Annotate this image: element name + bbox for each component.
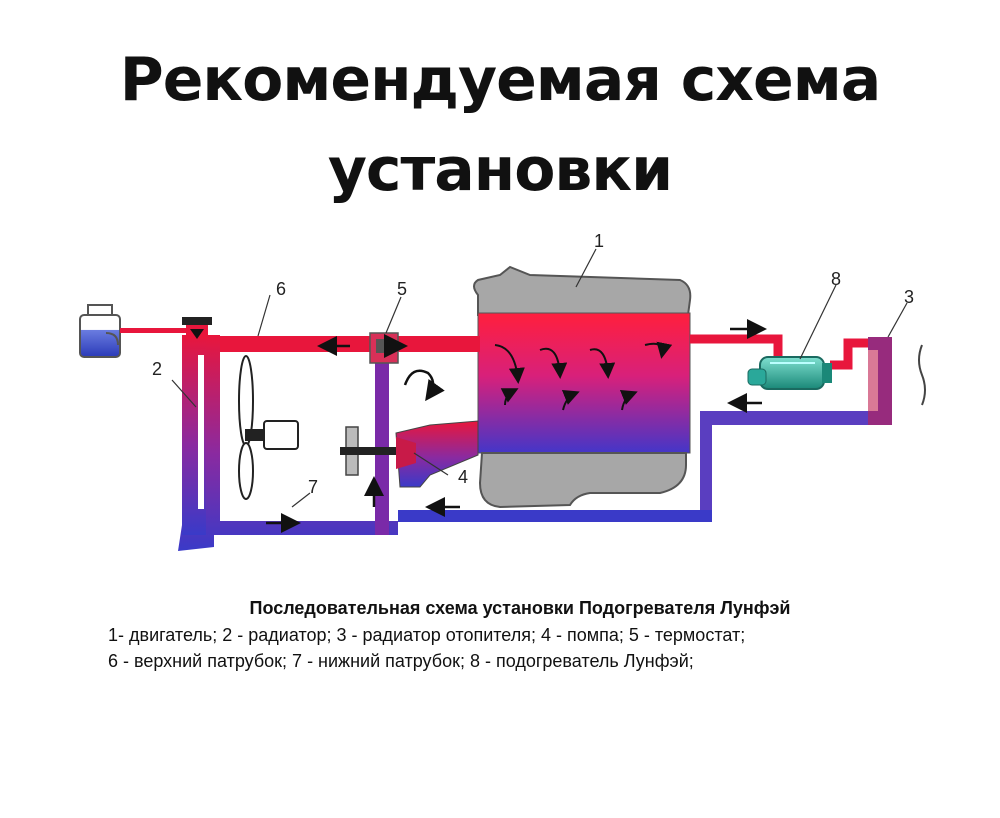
longfei-heater — [747, 356, 832, 390]
water-pump — [340, 420, 479, 488]
heater-to-heater-radiator — [830, 338, 868, 370]
caption-heading: Последовательная схема установки Подогре… — [249, 598, 791, 618]
bypass-pipe — [375, 347, 389, 535]
label-1: 1 — [594, 231, 604, 251]
thermostat — [369, 332, 408, 364]
caption-legend-line-2: 6 - верхний патрубок; 7 - нижний патрубо… — [108, 651, 694, 671]
engine-flow-arrows — [494, 341, 673, 411]
page-title-line-2: установки — [327, 135, 673, 205]
label-4: 4 — [458, 467, 468, 487]
return-line-bottom — [398, 510, 712, 522]
radiator-cap — [182, 317, 212, 339]
label-leaders — [171, 248, 908, 508]
label-3: 3 — [904, 287, 914, 307]
expansion-tank — [79, 304, 190, 358]
heater-radiator-edge — [918, 344, 926, 406]
flow-arrows — [266, 319, 767, 533]
upper-hose — [198, 336, 480, 352]
caption-legend-line-1: 1- двигатель; 2 - радиатор; 3 - радиатор… — [108, 625, 746, 645]
label-2: 2 — [152, 359, 162, 379]
label-6: 6 — [276, 279, 286, 299]
label-7: 7 — [308, 477, 318, 497]
fan-icon — [238, 355, 299, 500]
page-title-line-1: Рекомендуемая схема — [119, 45, 882, 115]
label-8: 8 — [831, 269, 841, 289]
label-5: 5 — [397, 279, 407, 299]
installation-diagram: 1 6 5 8 3 2 4 7 — [79, 231, 926, 551]
engine-block — [473, 265, 692, 509]
